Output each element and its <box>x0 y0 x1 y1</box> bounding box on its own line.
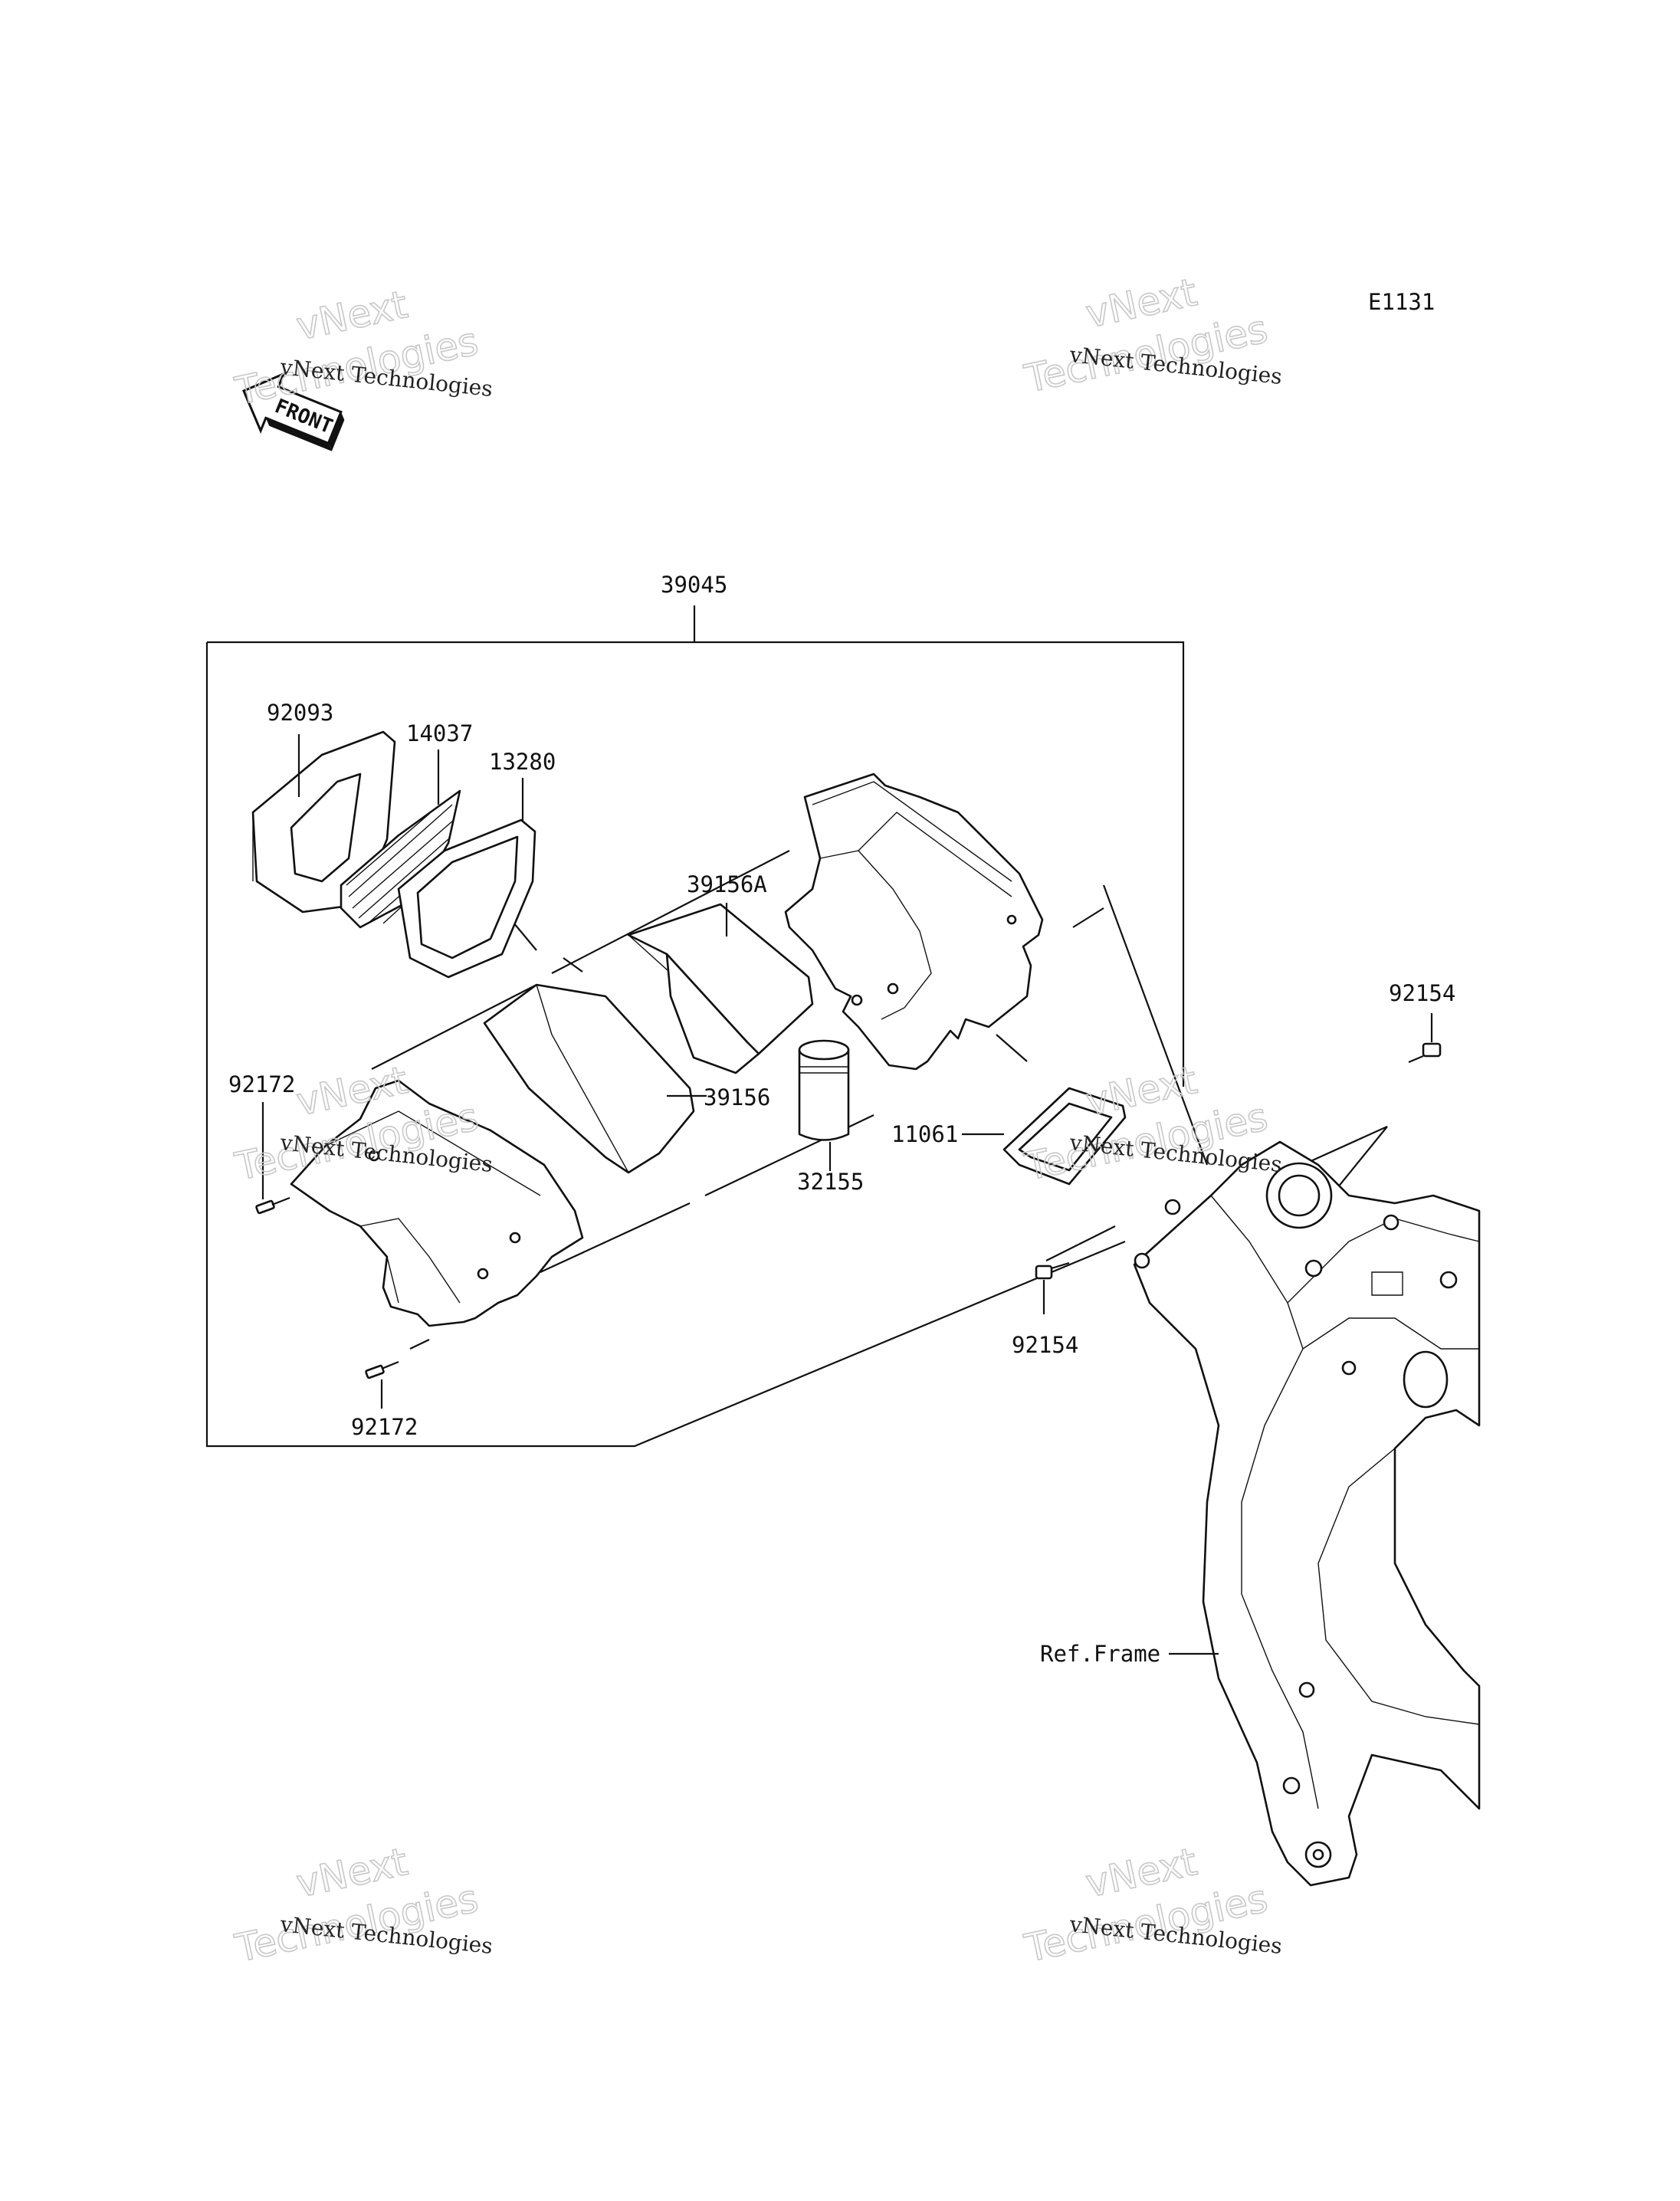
label-92172-top: 92172 <box>228 1071 295 1097</box>
part-11061 <box>1002 1087 1127 1186</box>
watermark: vNext Technologies vNext Technologies <box>1020 1839 1284 1971</box>
part-39156 <box>483 983 695 1174</box>
part-92093 <box>251 730 396 914</box>
screw-92172-top <box>255 1196 290 1215</box>
watermark: vNext Technologies vNext Technologies <box>231 1839 494 1971</box>
label-92093: 92093 <box>267 700 333 726</box>
part-39156A <box>627 903 814 1074</box>
label-13280: 13280 <box>489 749 556 775</box>
part-right-duct <box>784 772 1044 1071</box>
part-32155 <box>798 1039 850 1141</box>
part-ref-frame <box>1133 1140 1481 1887</box>
screw-92172-bottom <box>365 1360 399 1379</box>
label-92154-bottom: 92154 <box>1012 1332 1078 1358</box>
label-11061: 11061 <box>891 1121 958 1147</box>
screw-92154-top <box>1408 1042 1442 1064</box>
label-39156A: 39156A <box>687 871 767 897</box>
assembly-box <box>205 605 1185 1448</box>
label-ref-frame: Ref.Frame <box>1040 1641 1160 1667</box>
diagram-code: E1131 <box>1368 289 1435 315</box>
label-32155: 32155 <box>797 1169 864 1195</box>
label-92172-bottom: 92172 <box>351 1414 418 1440</box>
label-39045: 39045 <box>661 572 727 598</box>
label-14037: 14037 <box>406 720 473 746</box>
part-left-duct <box>290 1079 584 1327</box>
watermark: vNext Technologies vNext Technologies <box>1020 269 1284 402</box>
label-92154-top: 92154 <box>1389 980 1455 1006</box>
watermark: vNext Technologies vNext Technologies <box>231 281 494 414</box>
part-13280 <box>397 818 536 979</box>
label-39156: 39156 <box>704 1084 770 1110</box>
screw-92154-bottom <box>1035 1261 1070 1280</box>
